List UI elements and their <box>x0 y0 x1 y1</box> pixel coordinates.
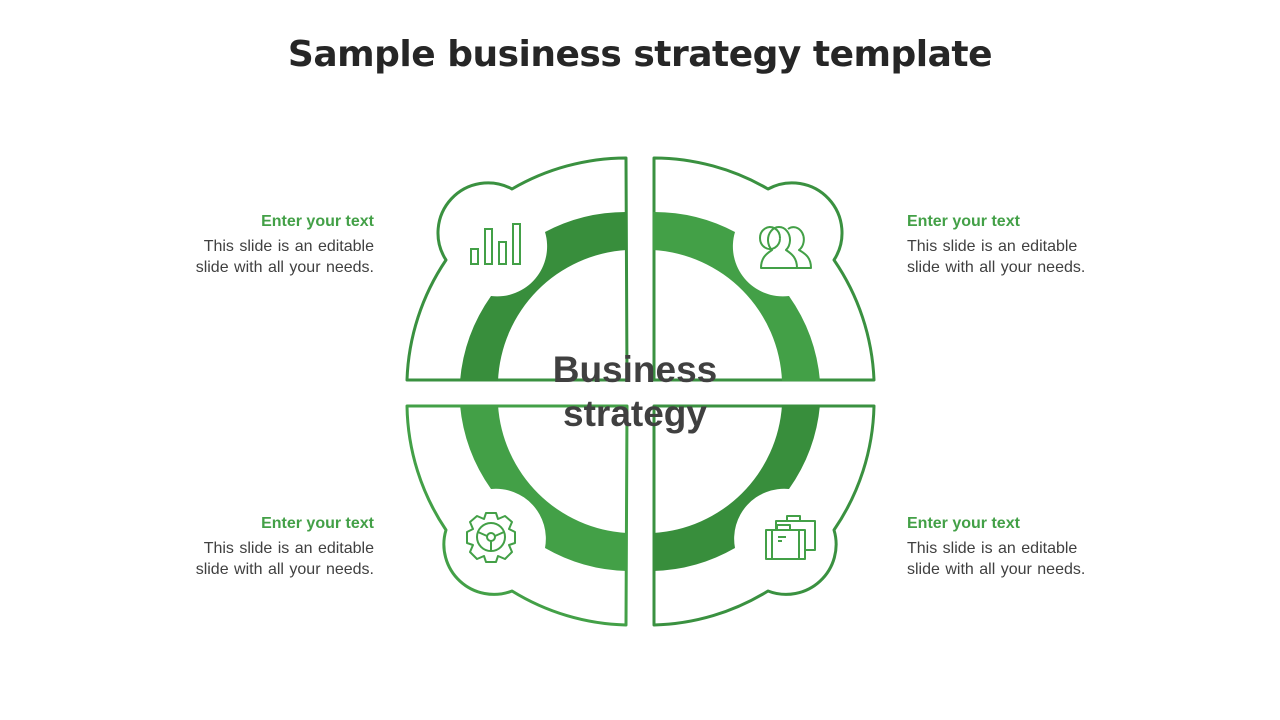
briefcases-icon <box>765 515 816 560</box>
segment-bottom-right-outline <box>652 404 876 627</box>
steering-gear-icon <box>466 512 516 563</box>
callout-body-line2: slide with all your needs. <box>195 259 374 276</box>
callout-body-line1: This slide is an editable <box>907 540 1078 557</box>
callout-heading: Enter your text <box>907 213 1020 230</box>
callout-top-right: Enter your text This slide is an editabl… <box>907 212 1127 278</box>
segment-top-left-outline <box>405 156 629 382</box>
callout-top-left: Enter your text This slide is an editabl… <box>154 212 374 278</box>
segment-bottom-left-outline <box>405 404 629 627</box>
segment-top-left-ring <box>460 211 627 381</box>
bar-chart-icon <box>470 223 521 265</box>
callout-body-line2: slide with all your needs. <box>907 259 1086 276</box>
center-label: Business strategy <box>520 348 750 436</box>
callout-body-line1: This slide is an editable <box>203 238 374 255</box>
center-label-line1: Business <box>552 349 718 390</box>
callout-body-line2: slide with all your needs. <box>195 561 374 578</box>
segment-top-left[interactable] <box>405 156 629 382</box>
segment-bottom-right[interactable] <box>652 404 876 627</box>
callout-bottom-right: Enter your text This slide is an editabl… <box>907 514 1127 580</box>
callout-body-line1: This slide is an editable <box>203 540 374 557</box>
slide-title: Sample business strategy template <box>287 34 993 75</box>
center-label-line2: strategy <box>563 393 707 434</box>
segment-top-right[interactable] <box>652 156 876 382</box>
callout-heading: Enter your text <box>907 515 1020 532</box>
callout-heading: Enter your text <box>261 515 374 532</box>
segment-bottom-left-ring <box>460 405 627 571</box>
segment-top-right-ring <box>653 211 820 381</box>
callout-body-line1: This slide is an editable <box>907 238 1078 255</box>
callout-body-line2: slide with all your needs. <box>907 561 1086 578</box>
callout-heading: Enter your text <box>261 213 374 230</box>
callout-bottom-left: Enter your text This slide is an editabl… <box>154 514 374 580</box>
segment-bottom-right-ring <box>653 405 820 571</box>
segment-bottom-left[interactable] <box>405 404 629 627</box>
users-icon <box>759 225 812 269</box>
